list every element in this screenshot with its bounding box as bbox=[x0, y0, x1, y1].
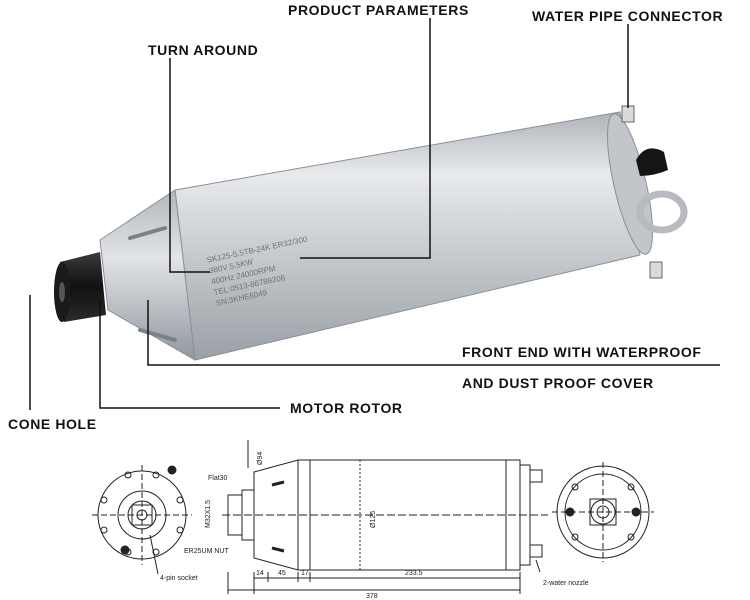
leader-lines bbox=[29, 18, 720, 410]
drawing-labels: Flat30 M32X1.5 ER25UM NUT 4-pin socket 2… bbox=[160, 452, 589, 600]
rear-view bbox=[535, 462, 654, 573]
callout-cone-hole: CONE HOLE bbox=[8, 416, 97, 432]
callout-front-end-line-2: AND DUST PROOF COVER bbox=[462, 375, 654, 391]
leader-product-parameters bbox=[300, 18, 431, 259]
callout-turn-around: TURN AROUND bbox=[148, 42, 259, 58]
leader-turn-around bbox=[169, 58, 210, 273]
dim-233-5: 233.5 bbox=[405, 570, 423, 577]
callout-front-end-line-1: FRONT END WITH WATERPROOF bbox=[462, 344, 702, 360]
front-view bbox=[92, 465, 192, 575]
collet-nut bbox=[54, 252, 106, 322]
dim-17: 17. bbox=[301, 570, 311, 577]
side-view bbox=[222, 440, 548, 594]
label-flat: Flat30 bbox=[208, 475, 228, 482]
leader-motor-rotor bbox=[99, 300, 280, 409]
leader-front-end bbox=[147, 300, 720, 366]
front-cover bbox=[99, 189, 196, 361]
label-thread: M32X1.5 bbox=[205, 500, 212, 528]
label-socket: 4-pin socket bbox=[160, 575, 198, 582]
label-dia-top: Ø94 bbox=[257, 452, 264, 465]
dim-378: 378 bbox=[366, 593, 378, 600]
callout-product-parameters: PRODUCT PARAMETERS bbox=[288, 2, 469, 18]
callout-motor-rotor: MOTOR ROTOR bbox=[290, 400, 403, 416]
spindle-body bbox=[174, 111, 653, 361]
label-dia-body: Ø125 bbox=[370, 511, 377, 528]
callout-water-pipe-connector: WATER PIPE CONNECTOR bbox=[532, 8, 724, 24]
label-nozzle: 2-water nozzle bbox=[543, 580, 589, 587]
dim-14: 14 bbox=[256, 570, 264, 577]
technical-drawing bbox=[92, 440, 654, 594]
dim-45: 45 bbox=[278, 570, 286, 577]
label-collet: ER25UM NUT bbox=[184, 548, 229, 555]
